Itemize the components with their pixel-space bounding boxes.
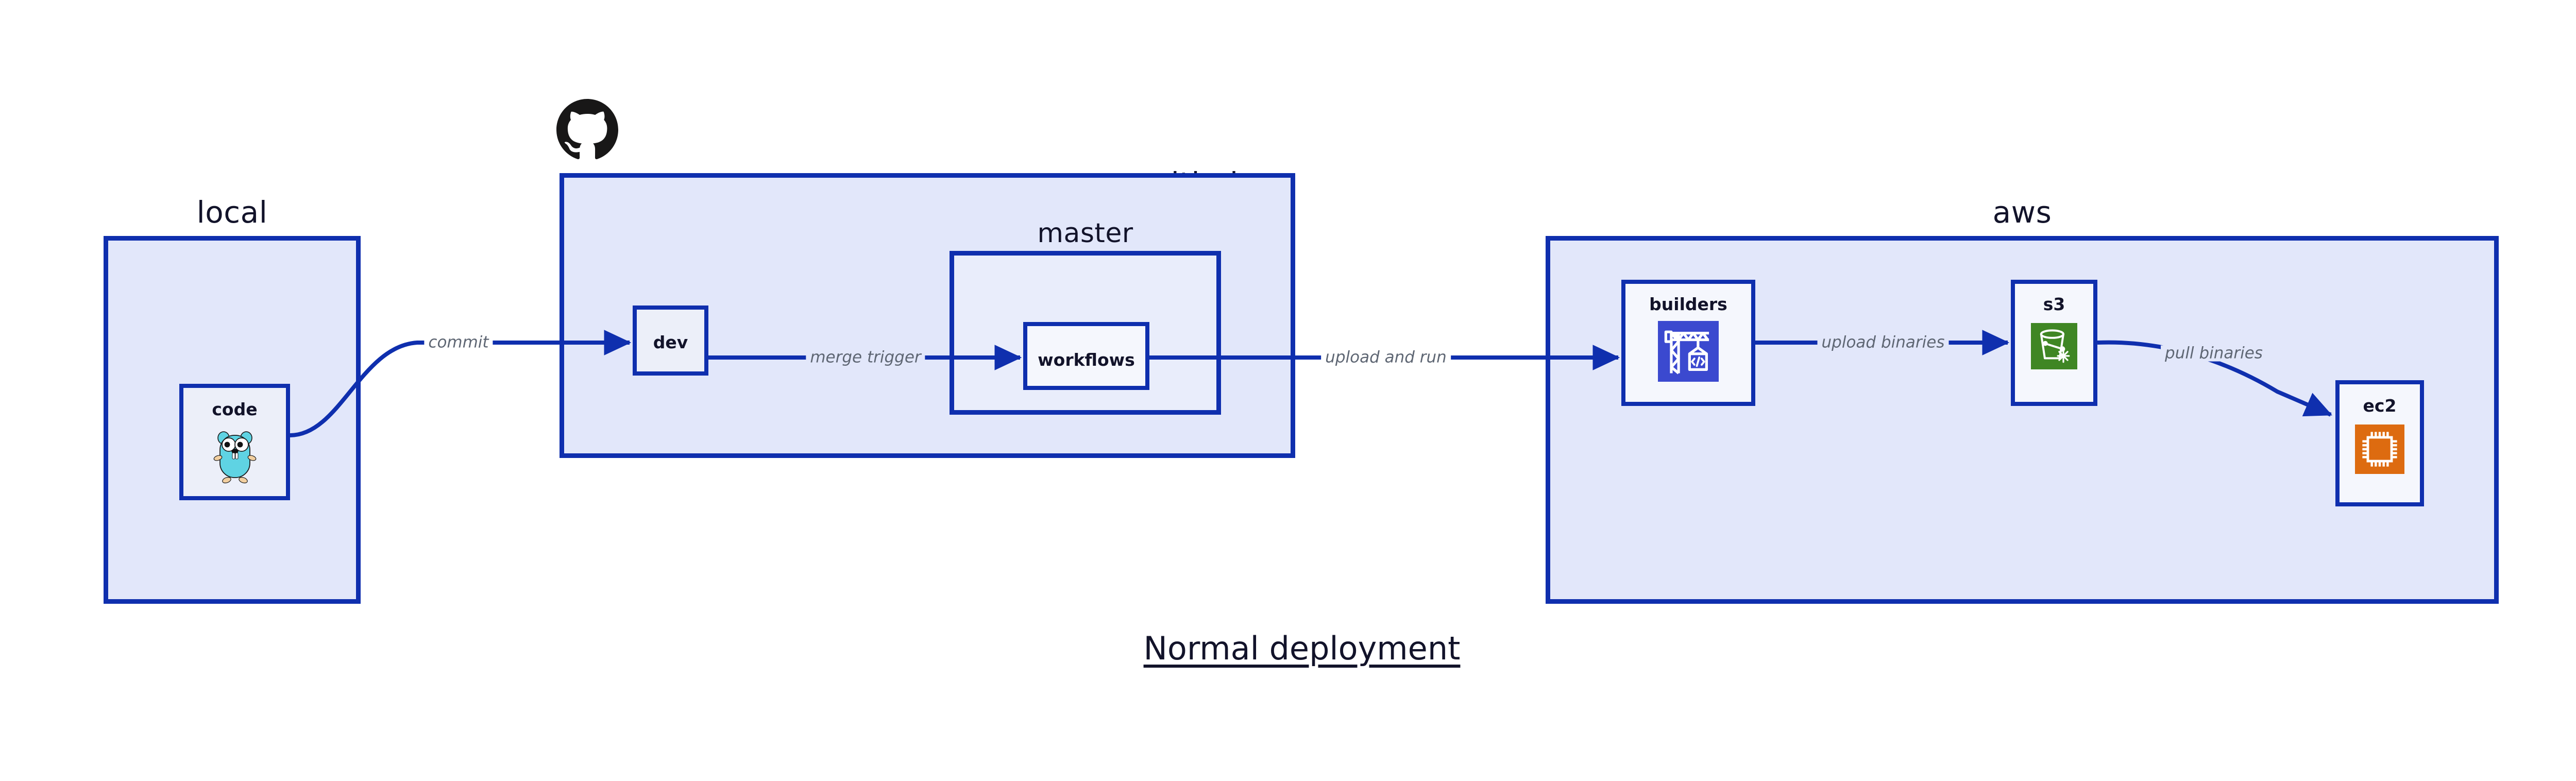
crane-code-icon (1658, 321, 1719, 382)
node-workflows[interactable]: workflows (1023, 322, 1149, 390)
go-gopher-icon (212, 429, 258, 485)
node-ec2[interactable]: ec2 (2335, 380, 2424, 506)
node-s3[interactable]: s3 (2011, 280, 2097, 406)
cpu-chip-icon (2355, 425, 2404, 474)
github-octocat-logo (556, 99, 618, 161)
edge-label-merge-trigger: merge trigger (806, 349, 925, 366)
node-label-builders: builders (1649, 294, 1727, 314)
edge-label-commit: commit (424, 334, 493, 351)
s3-bucket-icon (2031, 323, 2077, 369)
group-label-local: local (196, 195, 268, 230)
node-label-ec2: ec2 (2363, 396, 2397, 416)
group-label-master: master (1037, 218, 1133, 249)
edge-label-upload-and-run: upload and run (1321, 349, 1451, 366)
node-dev[interactable]: dev (633, 305, 708, 376)
edge-label-upload-binaries: upload binaries (1817, 334, 1949, 351)
node-label-dev: dev (653, 332, 688, 352)
diagram-title: Normal deployment (1143, 630, 1461, 667)
edge-label-pull-binaries: pull binaries (2161, 345, 2267, 362)
node-label-code: code (212, 399, 258, 419)
node-code[interactable]: code (179, 384, 290, 500)
node-label-s3: s3 (2043, 294, 2065, 314)
node-label-workflows: workflows (1038, 350, 1135, 370)
group-label-aws: aws (1992, 195, 2052, 230)
node-builders[interactable]: builders (1621, 280, 1755, 406)
